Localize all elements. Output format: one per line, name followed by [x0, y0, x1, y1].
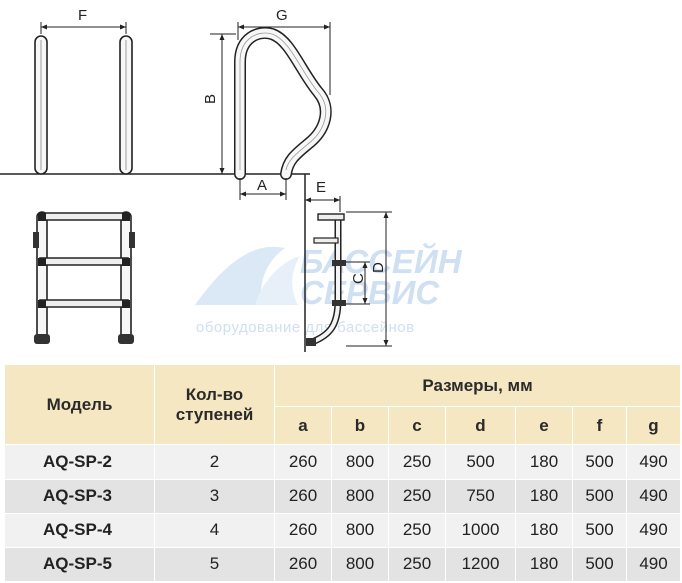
- ladder-technical-drawing: БАССЕЙН СЕРВИС оборудование для бассейно…: [0, 7, 463, 352]
- row-value-c: 250: [388, 546, 446, 583]
- dim-label-d: D: [370, 262, 387, 273]
- dim-label-b: B: [202, 94, 219, 104]
- row-value-f: 500: [572, 546, 627, 583]
- row-model: AQ-SP-2: [4, 444, 155, 480]
- ladder-side-underwater: E C D: [305, 179, 392, 347]
- dim-label-c: C: [350, 273, 367, 284]
- table-row: AQ-SP-3 3 260 800 250 750 180 500 490: [4, 478, 681, 514]
- row-value-b: 800: [331, 444, 389, 480]
- row-steps: 5: [154, 546, 275, 583]
- row-value-d: 750: [445, 478, 516, 514]
- header-col-g: g: [626, 406, 681, 446]
- row-value-b: 800: [331, 546, 389, 583]
- side-view: G B A: [202, 7, 332, 200]
- row-value-d: 500: [445, 444, 516, 480]
- dim-label-e: E: [316, 179, 326, 196]
- row-value-g: 490: [626, 512, 681, 548]
- watermark-line2: СЕРВИС: [300, 274, 440, 311]
- front-view: F: [34, 7, 133, 175]
- row-value-f: 500: [572, 478, 627, 514]
- row-value-b: 800: [331, 512, 389, 548]
- dim-label-f: F: [78, 7, 87, 24]
- table-row: AQ-SP-5 5 260 800 250 1200 180 500 490: [4, 546, 681, 583]
- row-value-c: 250: [388, 444, 446, 480]
- watermark-wave-icon: [195, 246, 285, 305]
- header-steps-line2: ступеней: [175, 404, 254, 424]
- row-value-f: 500: [572, 512, 627, 548]
- row-value-c: 250: [388, 512, 446, 548]
- row-value-e: 180: [515, 546, 573, 583]
- header-col-b: b: [331, 406, 389, 446]
- spec-table: Модель Кол-во ступеней Размеры, мм a b c…: [4, 363, 681, 583]
- row-model: AQ-SP-3: [4, 478, 155, 514]
- row-value-e: 180: [515, 444, 573, 480]
- row-value-a: 260: [274, 478, 332, 514]
- header-col-f: f: [572, 406, 627, 446]
- watermark: БАССЕЙН СЕРВИС оборудование для бассейно…: [195, 242, 463, 336]
- row-model: AQ-SP-5: [4, 546, 155, 583]
- row-value-c: 250: [388, 478, 446, 514]
- header-steps-line1: Кол-во: [185, 384, 244, 404]
- row-value-g: 490: [626, 444, 681, 480]
- header-col-c: c: [388, 406, 446, 446]
- header-sizes: Размеры, мм: [274, 363, 681, 408]
- row-value-f: 500: [572, 444, 627, 480]
- header-col-e: e: [515, 406, 573, 446]
- header-col-d: d: [445, 406, 516, 446]
- table-row: AQ-SP-2 2 260 800 250 500 180 500 490: [4, 444, 681, 480]
- watermark-line1: БАССЕЙН: [300, 242, 463, 280]
- row-steps: 4: [154, 512, 275, 548]
- row-value-a: 260: [274, 512, 332, 548]
- row-value-d: 1200: [445, 546, 516, 583]
- row-steps: 3: [154, 478, 275, 514]
- row-value-e: 180: [515, 478, 573, 514]
- row-value-g: 490: [626, 478, 681, 514]
- row-value-b: 800: [331, 478, 389, 514]
- row-model: AQ-SP-4: [4, 512, 155, 548]
- dim-label-g: G: [276, 7, 288, 24]
- row-value-a: 260: [274, 444, 332, 480]
- header-steps: Кол-во ступеней: [154, 363, 275, 446]
- row-value-a: 260: [274, 546, 332, 583]
- row-value-e: 180: [515, 512, 573, 548]
- header-col-a: a: [274, 406, 332, 446]
- table-row: AQ-SP-4 4 260 800 250 1000 180 500 490: [4, 512, 681, 548]
- row-value-d: 1000: [445, 512, 516, 548]
- header-model: Модель: [4, 363, 155, 446]
- row-value-g: 490: [626, 546, 681, 583]
- ladder-front-underwater: [33, 211, 135, 344]
- row-steps: 2: [154, 444, 275, 480]
- dim-label-a: A: [257, 177, 267, 194]
